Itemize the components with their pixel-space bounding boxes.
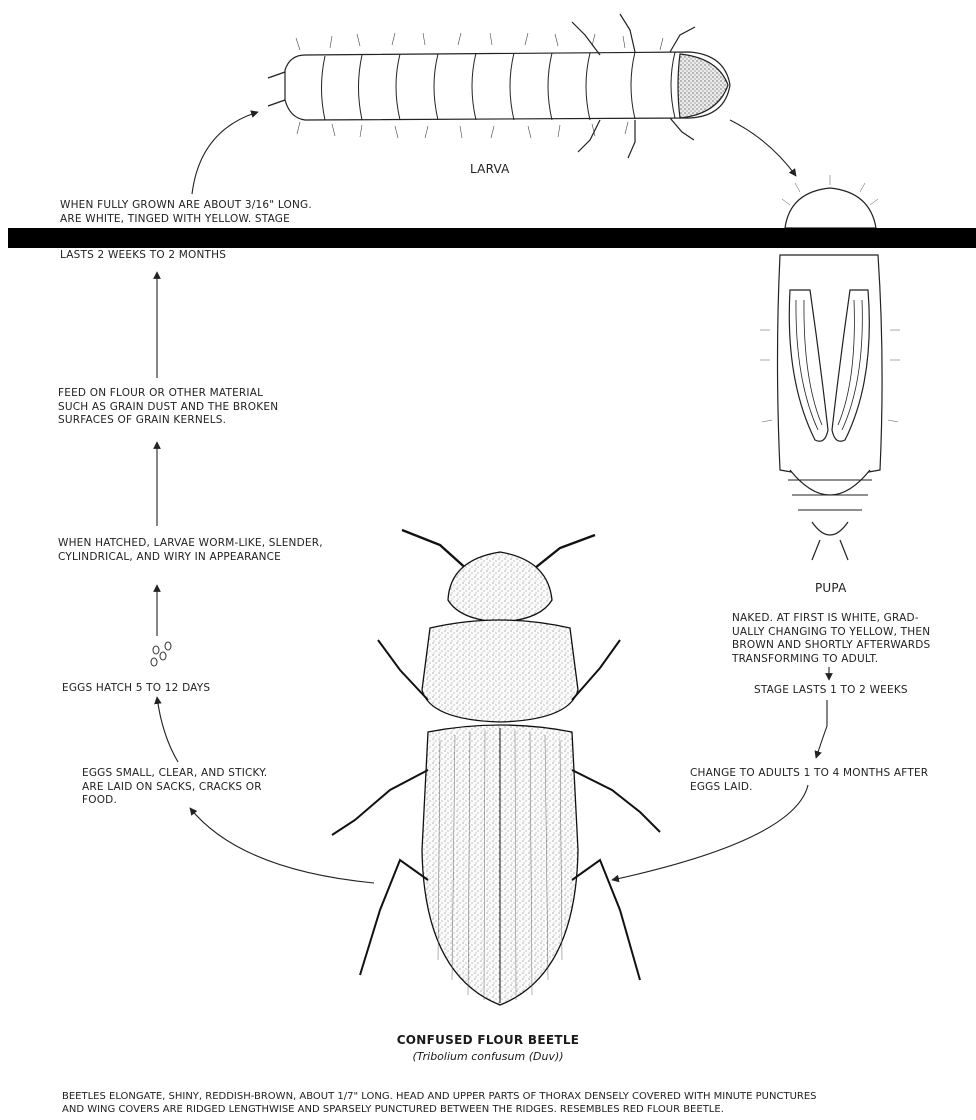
larva-stage-note: LASTS 2 WEEKS TO 2 MONTHS (60, 249, 350, 263)
larva-label: LARVA (470, 163, 510, 177)
eggs-small-note: EGGS SMALL, CLEAR, AND STICKY. ARE LAID … (82, 767, 322, 808)
species-description: BEETLES ELONGATE, SHINY, REDDISH-BROWN, … (62, 1090, 962, 1116)
adult-beetle-illustration (332, 530, 660, 1005)
larva-size-note: WHEN FULLY GROWN ARE ABOUT 3/16" LONG. A… (60, 199, 350, 226)
pupa-stage-note: STAGE LASTS 1 TO 2 WEEKS (754, 684, 964, 698)
pupa-label: PUPA (815, 582, 847, 596)
adult-change-note: CHANGE TO ADULTS 1 TO 4 MONTHS AFTER EGG… (690, 767, 950, 794)
larva-illustration (268, 14, 730, 158)
pupa-description-note: NAKED. AT FIRST IS WHITE, GRAD- UALLY CH… (732, 612, 964, 666)
scientific-name: (Tribolium confusum (Duv)) (0, 1050, 976, 1063)
redaction-bar (8, 228, 976, 248)
eggs-illustration (151, 642, 171, 666)
eggs-hatch-note: EGGS HATCH 5 TO 12 DAYS (62, 682, 312, 696)
species-title: CONFUSED FLOUR BEETLE (0, 1033, 976, 1047)
hatched-note: WHEN HATCHED, LARVAE WORM-LIKE, SLENDER,… (58, 537, 348, 564)
feed-note: FEED ON FLOUR OR OTHER MATERIAL SUCH AS … (58, 387, 348, 428)
